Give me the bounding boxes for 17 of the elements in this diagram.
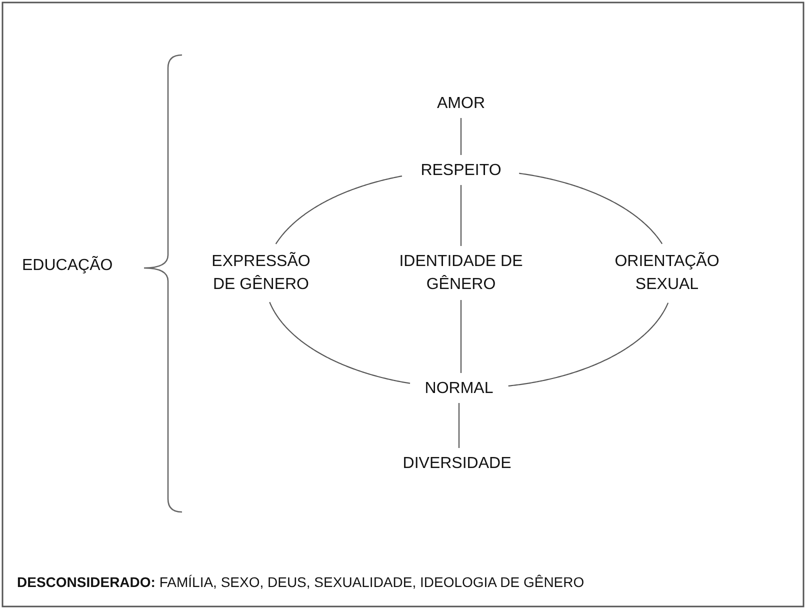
brace-label: EDUCAÇÃO: [22, 257, 113, 275]
note-text: DESCONSIDERADO: FAMÍLIA, SEXO, DEUS, SEXUALIDADE, IDEOLOGIA DE GÊNERO: [17, 574, 584, 590]
diagram-term: AMOR: [431, 92, 491, 114]
connector-line: [460, 118, 462, 155]
diagram-term: NORMAL: [417, 377, 501, 399]
diagram-term: ORIENTAÇÃO SEXUAL: [602, 250, 732, 296]
diagram-term: DIVERSIDADE: [390, 452, 524, 474]
connector-line: [269, 302, 410, 384]
connector-line: [519, 172, 663, 244]
diagram-term: IDENTIDADE DE GÊNERO: [399, 250, 523, 296]
connector-line: [460, 300, 462, 373]
connector-line: [460, 185, 462, 246]
diagram-term: EXPRESSÃO DE GÊNERO: [199, 250, 323, 296]
connector-line: [275, 176, 402, 244]
connector-line: [458, 403, 460, 448]
connector-line: [508, 302, 669, 386]
diagram-term: RESPEITO: [409, 159, 513, 181]
